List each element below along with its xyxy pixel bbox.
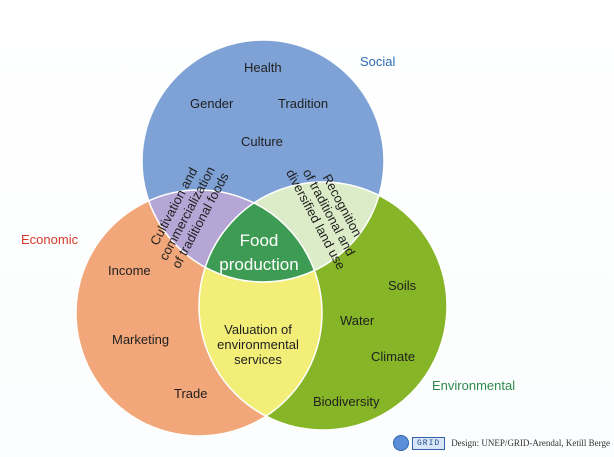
svg-text:Food: Food (240, 231, 279, 250)
environmental-item: Soils (388, 278, 417, 293)
environmental-outline (198, 181, 448, 431)
svg-text:production: production (219, 255, 298, 274)
category-environmental: Environmental (432, 378, 515, 393)
svg-text:Valuation of: Valuation of (224, 322, 292, 337)
social-item: Culture (241, 134, 283, 149)
social-item: Health (244, 60, 282, 75)
grid-logo: GRID (411, 436, 446, 450)
environmental-item: Climate (371, 349, 415, 364)
environmental-item: Water (340, 313, 375, 328)
svg-text:services: services (234, 352, 282, 367)
social-item: Tradition (278, 96, 328, 111)
svg-text:environmental: environmental (217, 337, 299, 352)
category-economic: Economic (21, 232, 79, 247)
category-social: Social (360, 54, 396, 69)
logos: GRID (392, 435, 446, 451)
center-label: Food production (219, 231, 298, 274)
credit-line: GRID Design: UNEP/GRID-Arendal, Ketill B… (392, 435, 610, 451)
environmental-item: Biodiversity (313, 394, 380, 409)
center-overlap (199, 190, 322, 282)
social-outline (141, 39, 385, 283)
social-item: Gender (190, 96, 234, 111)
un-logo-icon (392, 435, 409, 451)
credit-text: Design: UNEP/GRID-Arendal, Ketill Berge (451, 438, 610, 448)
economic-item: Income (108, 263, 151, 278)
economic-outline (75, 189, 323, 437)
economic-item: Marketing (112, 332, 169, 347)
economic-item: Trade (174, 386, 207, 401)
economic-environmental-label: Valuation of environmental services (217, 322, 299, 367)
